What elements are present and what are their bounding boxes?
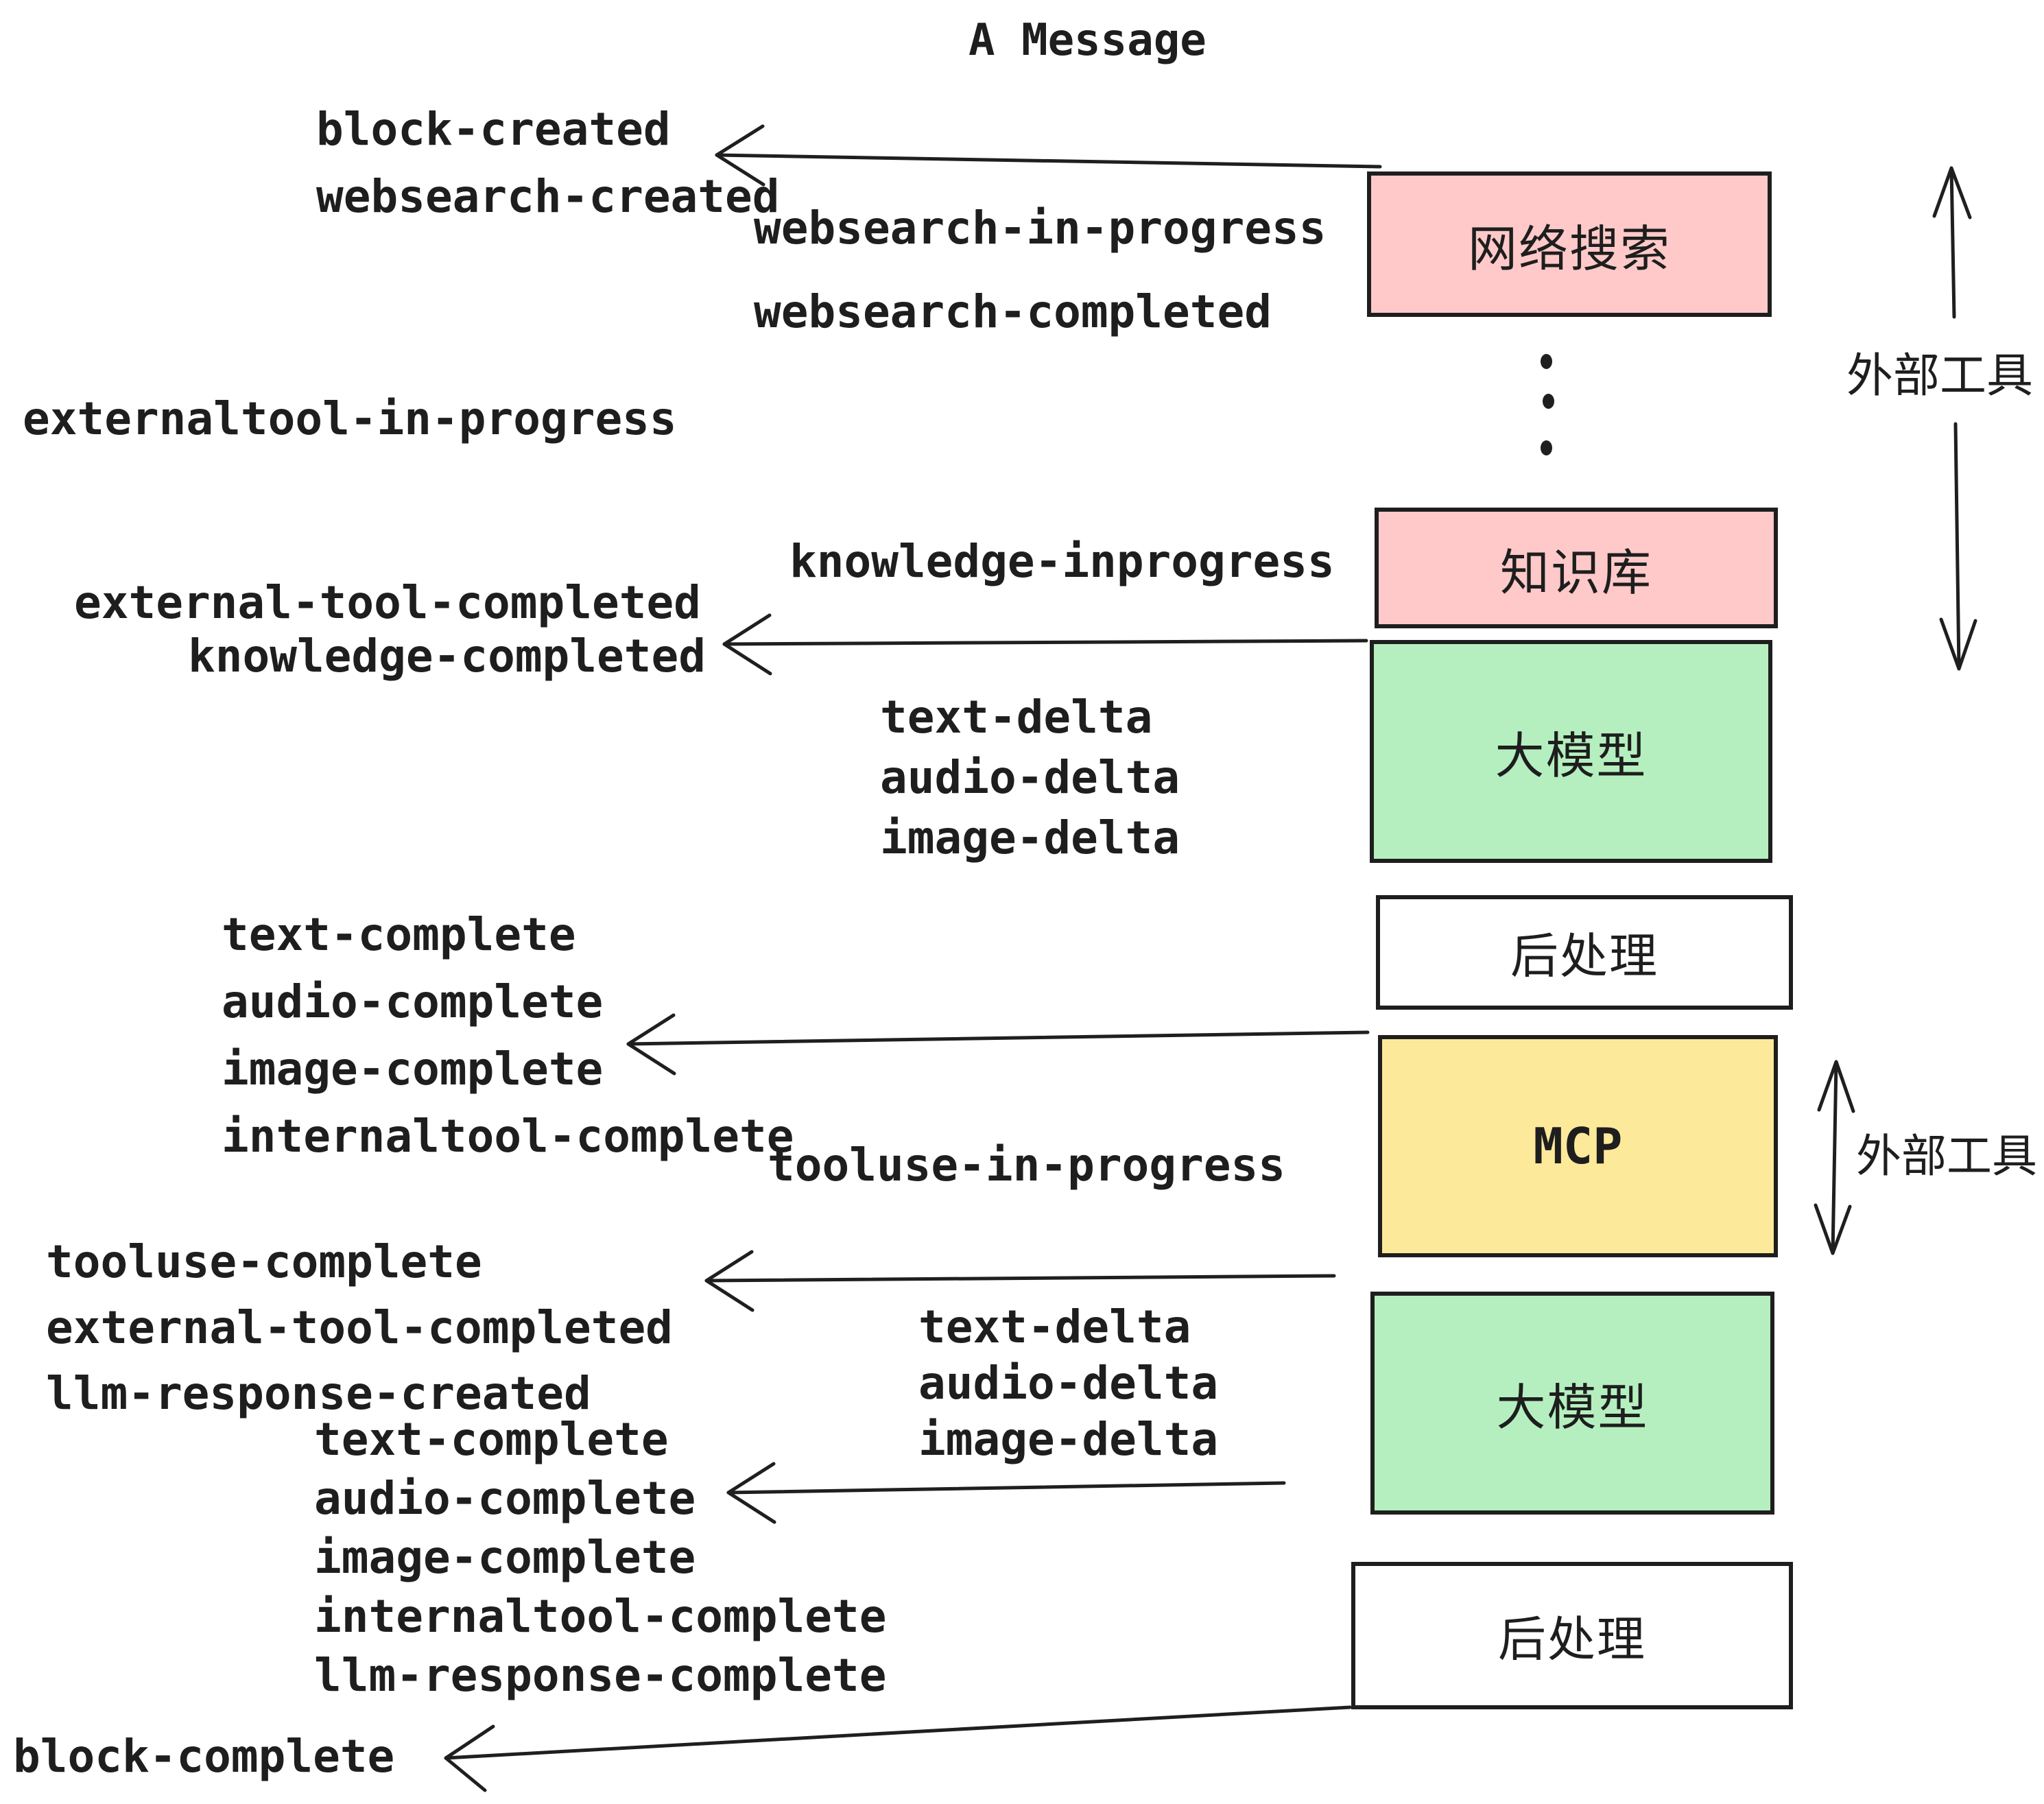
created-events-group: block-created websearch-created — [316, 96, 780, 230]
event-text-delta-2: text-delta — [918, 1301, 1191, 1353]
event-websearch-in-progress: websearch-in-progress — [754, 202, 1327, 254]
event-text-complete-2: text-complete — [314, 1413, 669, 1466]
node-postprocess-1-label: 后处理 — [1510, 928, 1659, 984]
diagram-title: A Message — [968, 15, 1207, 66]
event-knowledge-inprogress: knowledge-inprogress — [789, 535, 1335, 588]
arrow-post2-to-block-complete — [444, 1705, 1352, 1792]
complete-events-group-1: text-complete audio-complete image-compl… — [222, 901, 794, 1170]
event-block-created: block-created — [316, 103, 671, 156]
event-image-delta: image-delta — [880, 811, 1180, 864]
event-tooluse-in-progress: tooluse-in-progress — [768, 1139, 1285, 1191]
event-llm-response-complete: llm-response-complete — [314, 1649, 887, 1702]
node-llm-1-label: 大模型 — [1495, 727, 1648, 785]
event-image-delta-2: image-delta — [918, 1413, 1219, 1466]
node-knowledge-label: 知识库 — [1499, 543, 1652, 602]
event-external-tool-completed-2: external-tool-completed — [46, 1301, 673, 1354]
external-tools-up-arrow — [1932, 166, 1972, 319]
event-websearch-created: websearch-created — [316, 170, 780, 223]
node-postprocess-2-label: 后处理 — [1498, 1611, 1646, 1667]
node-mcp-label: MCP — [1533, 1117, 1623, 1175]
external-tools-down-arrow — [1939, 422, 1977, 671]
node-llm-2: 大模型 — [1370, 1292, 1774, 1515]
delta-events-group-1: text-delta audio-delta image-delta — [880, 687, 1180, 868]
event-text-delta: text-delta — [880, 691, 1153, 744]
complete-events-group-2: text-complete audio-complete image-compl… — [314, 1410, 886, 1705]
event-llm-response-created: llm-response-created — [46, 1367, 591, 1420]
delta-events-group-2: text-delta audio-delta image-delta — [918, 1299, 1218, 1468]
node-postprocess-1: 后处理 — [1376, 895, 1793, 1010]
event-image-complete: image-complete — [222, 1043, 604, 1095]
node-llm-2-label: 大模型 — [1496, 1379, 1649, 1436]
event-tooluse-complete: tooluse-complete — [46, 1235, 482, 1288]
event-websearch-completed: websearch-completed — [754, 285, 1272, 338]
event-audio-complete-2: audio-complete — [314, 1472, 696, 1525]
event-external-tool-completed: external-tool-completed — [74, 576, 701, 629]
node-websearch-label: 网络搜索 — [1467, 219, 1671, 278]
external-tools-annotation-top: 外部工具 — [1846, 349, 2034, 403]
event-internaltool-complete: internaltool-complete — [222, 1110, 794, 1163]
event-block-complete: block-complete — [13, 1730, 395, 1783]
node-knowledge: 知识库 — [1375, 508, 1778, 628]
tooluse-events-group: tooluse-complete external-tool-completed… — [46, 1229, 673, 1427]
event-externaltool-in-progress: externaltool-in-progress — [23, 392, 677, 445]
node-mcp: MCP — [1378, 1035, 1778, 1257]
event-audio-delta: audio-delta — [880, 751, 1180, 804]
node-postprocess-2: 后处理 — [1351, 1562, 1793, 1709]
event-audio-delta-2: audio-delta — [918, 1357, 1219, 1410]
external-tools-double-arrow — [1814, 1060, 1855, 1255]
event-audio-complete: audio-complete — [222, 975, 604, 1028]
node-llm-1: 大模型 — [1370, 640, 1772, 863]
node-websearch: 网络搜索 — [1367, 171, 1772, 317]
event-text-complete: text-complete — [222, 908, 576, 961]
event-knowledge-completed: knowledge-completed — [188, 630, 706, 683]
event-internaltool-complete-2: internaltool-complete — [314, 1590, 887, 1643]
arrow-llm1-to-knowledge-completed — [722, 613, 1368, 676]
event-image-complete-2: image-complete — [314, 1531, 696, 1584]
arrow-websearch-to-created — [715, 124, 1382, 187]
external-tools-annotation-bottom: 外部工具 — [1856, 1130, 2037, 1183]
